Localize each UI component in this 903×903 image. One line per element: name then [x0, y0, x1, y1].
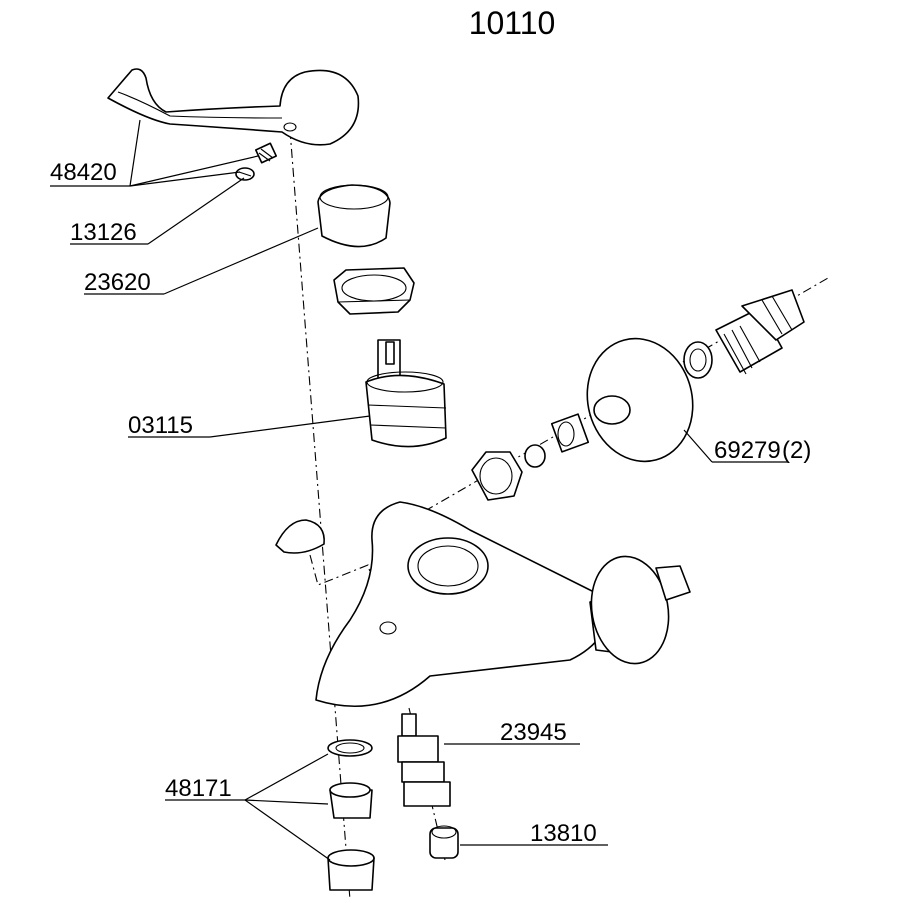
center-axis — [289, 129, 351, 901]
part-label-48420: 48420 — [50, 159, 117, 186]
ceramic-cartridge — [365, 339, 447, 448]
aerator-set — [327, 739, 375, 891]
union-nut — [471, 451, 523, 501]
part-label-23620: 23620 — [84, 269, 151, 296]
cover-cap — [317, 184, 391, 248]
o-ring — [524, 444, 546, 468]
small-screw — [235, 167, 255, 181]
lever-handle — [107, 68, 360, 146]
diagram-title: 10110 — [469, 5, 556, 41]
part-label-03115: 03115 — [128, 412, 193, 439]
part-label-23945: 23945 — [500, 719, 567, 746]
diverter-knob — [275, 519, 325, 554]
threaded-insert — [550, 413, 590, 453]
part-label-13126: 13126 — [70, 219, 137, 246]
mixer-body — [315, 501, 691, 708]
grub-screw — [254, 142, 278, 164]
leader-lines — [50, 119, 788, 861]
quantity-note: (2) — [782, 437, 811, 464]
diverter-cartridge — [397, 713, 451, 807]
eccentric-connector — [715, 289, 805, 375]
flat-washer — [683, 341, 713, 379]
part-label-13810: 13810 — [530, 820, 597, 847]
wall-flange — [586, 337, 694, 463]
check-valve — [429, 825, 459, 859]
part-label-48171: 48171 — [165, 775, 232, 802]
lock-nut — [333, 267, 415, 315]
part-label-69279: 69279 — [714, 437, 781, 464]
